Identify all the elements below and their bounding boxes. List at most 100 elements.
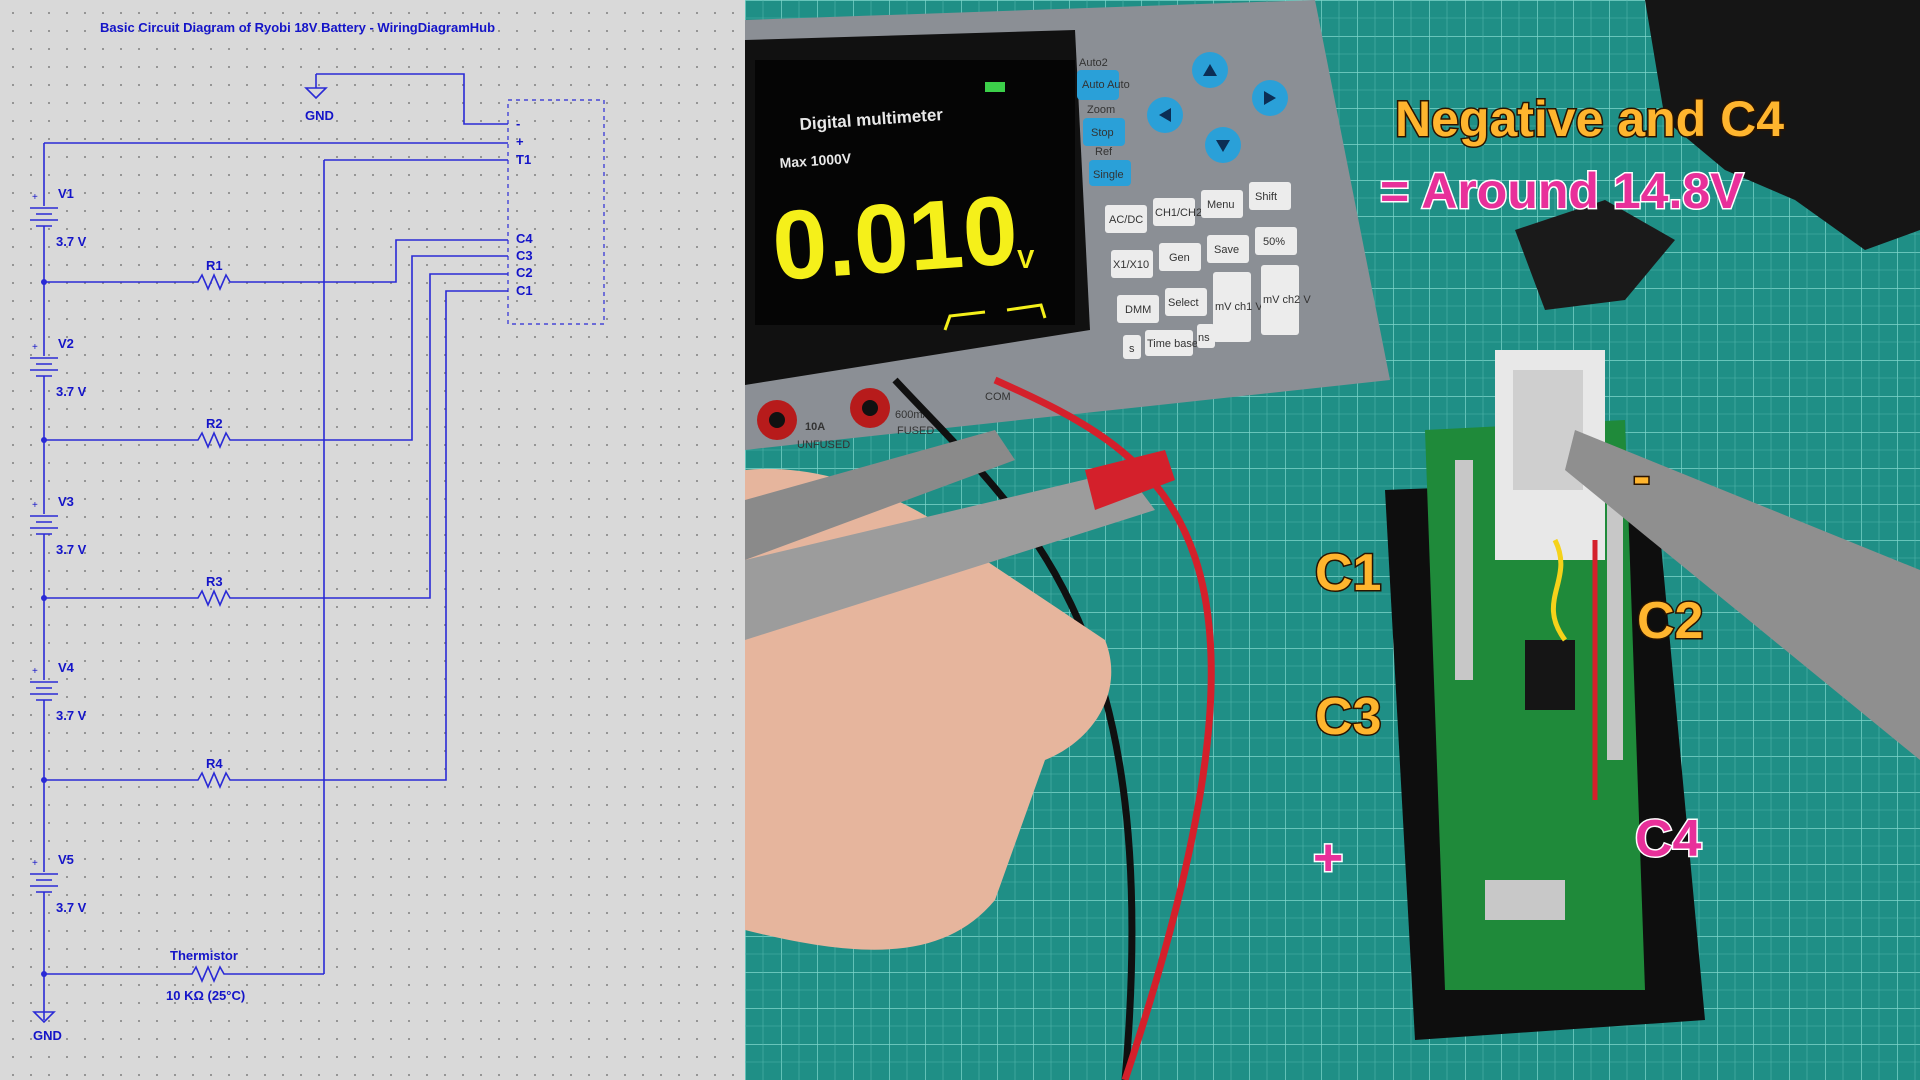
cell-v4: +	[30, 666, 58, 701]
cell-v1-voltage: 3.7 V	[56, 234, 87, 249]
key-dmm[interactable]	[1117, 295, 1159, 323]
svg-text:Save: Save	[1214, 244, 1239, 256]
key-s[interactable]	[1123, 335, 1141, 359]
single-button[interactable]	[1089, 160, 1131, 186]
key-timebase[interactable]	[1145, 330, 1193, 356]
thermistor	[41, 964, 324, 984]
bottom-gnd-label: GND	[33, 1028, 62, 1043]
thermistor-label: Thermistor	[170, 948, 238, 963]
thermistor-value: 10 KΩ (25°C)	[166, 988, 245, 1003]
cell-v5-name: V5	[58, 852, 74, 867]
svg-text:10A: 10A	[805, 421, 825, 433]
red-probe	[745, 470, 1155, 640]
cell-v1-name: V1	[58, 186, 74, 201]
cell-v2-name: V2	[58, 336, 74, 351]
svg-text:Time base: Time base	[1147, 338, 1198, 350]
cell-v3-voltage: 3.7 V	[56, 542, 87, 557]
key-ch1[interactable]	[1213, 272, 1251, 342]
cell-v2: +	[30, 342, 58, 377]
pin-c1: C1	[516, 283, 533, 298]
svg-text:CH1/CH2: CH1/CH2	[1155, 207, 1202, 219]
key-select[interactable]	[1165, 288, 1207, 316]
key-acdc[interactable]	[1105, 205, 1147, 233]
side-buttons: Auto Auto Auto2 Stop Zoom Single Ref	[1077, 57, 1131, 186]
svg-text:+: +	[32, 342, 38, 353]
label-c1: C1	[1315, 544, 1381, 602]
resistor-r1-label: R1	[206, 258, 223, 273]
resistor-r2	[41, 255, 508, 450]
headline-line2: = Around 14.8V	[1380, 163, 1744, 219]
key-menu[interactable]	[1201, 190, 1243, 218]
cell-v3-name: V3	[58, 494, 74, 509]
top-gnd-label: GND	[305, 108, 334, 123]
key-ch[interactable]	[1153, 198, 1195, 226]
svg-text:+: +	[32, 858, 38, 869]
key-50[interactable]	[1255, 227, 1297, 255]
key-ns[interactable]	[1197, 324, 1215, 348]
svg-text:Auto Auto: Auto Auto	[1082, 79, 1130, 91]
key-ch2[interactable]	[1261, 265, 1299, 335]
pin-c2: C2	[516, 265, 533, 280]
resistor-r2-label: R2	[206, 416, 223, 431]
svg-text:ns: ns	[1198, 332, 1210, 344]
svg-text:+: +	[32, 192, 38, 203]
multimeter: Digital multimeter Max 1000V 0.010 V Aut…	[745, 0, 1390, 451]
right-probe	[1565, 430, 1920, 760]
resistor-r3	[41, 273, 508, 608]
input-jacks: 10A UNFUSED 600mA FUSED COM	[757, 388, 1011, 451]
foam-piece	[1645, 0, 1920, 250]
label-c2: C2	[1637, 592, 1703, 650]
label-minus: -	[1633, 448, 1650, 506]
svg-text:Zoom: Zoom	[1087, 104, 1115, 116]
svg-text:Gen: Gen	[1169, 252, 1190, 264]
resistor-r3-label: R3	[206, 574, 223, 589]
red-probe-cable	[993, 376, 1215, 1080]
label-plus: +	[1313, 829, 1343, 887]
pin-c3: C3	[516, 248, 533, 263]
key-x1x10[interactable]	[1111, 250, 1153, 278]
stop-button[interactable]	[1083, 118, 1125, 146]
svg-text:AC/DC: AC/DC	[1109, 214, 1143, 226]
svg-text:Stop: Stop	[1091, 127, 1114, 139]
pin-plus: +	[516, 134, 524, 149]
cell-v5-voltage: 3.7 V	[56, 900, 87, 915]
lcd-range: Max 1000V	[779, 150, 852, 171]
black-probe-cable	[892, 377, 1136, 1080]
battery-pcb	[1385, 350, 1705, 1040]
cell-v2-voltage: 3.7 V	[56, 384, 87, 399]
black-probe	[745, 430, 1015, 560]
resistor-r4	[41, 290, 508, 790]
cell-v1: +	[30, 192, 58, 227]
cell-v3: +	[30, 500, 58, 535]
schematic-title: Basic Circuit Diagram of Ryobi 18V Batte…	[100, 20, 495, 35]
key-gen[interactable]	[1159, 243, 1201, 271]
schematic-diagram: Basic Circuit Diagram of Ryobi 18V Batte…	[30, 20, 605, 1043]
svg-text:Select: Select	[1168, 297, 1199, 309]
bottom-ground-symbol	[32, 1011, 56, 1024]
resistor-r1	[41, 239, 508, 292]
top-ground-symbol	[304, 73, 508, 125]
svg-text:UNFUSED: UNFUSED	[797, 439, 850, 451]
svg-text:Shift: Shift	[1255, 191, 1277, 203]
label-c3: C3	[1315, 688, 1381, 746]
dpad[interactable]	[1147, 52, 1288, 163]
key-save[interactable]	[1207, 235, 1249, 263]
svg-text:+: +	[32, 500, 38, 511]
keypad: AC/DC CH1/CH2 Menu Shift X1/X10 Gen Save…	[1105, 182, 1311, 359]
key-shift[interactable]	[1249, 182, 1291, 210]
svg-text:Menu: Menu	[1207, 199, 1235, 211]
multimeter-photo: Digital multimeter Max 1000V 0.010 V Aut…	[745, 0, 1920, 1080]
svg-text:X1/X10: X1/X10	[1113, 259, 1149, 271]
cell-v5: +	[30, 858, 58, 893]
pin-minus: -	[516, 116, 520, 131]
headline-line1: Negative and C4	[1395, 91, 1784, 147]
schematic-panel: Basic Circuit Diagram of Ryobi 18V Batte…	[0, 0, 745, 1080]
connector-box	[507, 99, 605, 325]
lcd-reading: 0.010	[769, 174, 1021, 301]
pin-c4: C4	[516, 231, 533, 246]
auto-button[interactable]	[1077, 70, 1119, 100]
svg-text:Single: Single	[1093, 169, 1124, 181]
photo-panel: Digital multimeter Max 1000V 0.010 V Aut…	[745, 0, 1920, 1080]
svg-text:Auto2: Auto2	[1079, 57, 1108, 69]
